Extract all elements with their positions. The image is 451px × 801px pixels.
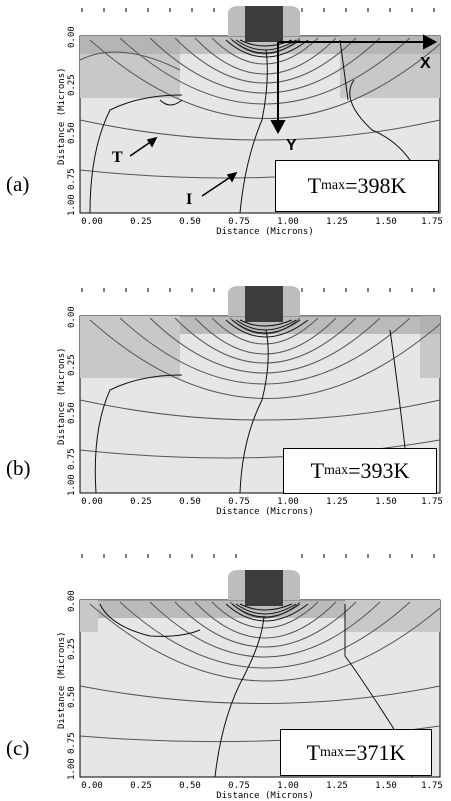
y-axis-title: Distance (Microns): [57, 631, 67, 729]
svg-text:0.25: 0.25: [67, 74, 77, 96]
svg-text:0.25: 0.25: [130, 497, 152, 507]
svg-text:0.75: 0.75: [228, 497, 250, 507]
svg-text:1.75: 1.75: [421, 781, 443, 791]
annotation-arrows: [129, 136, 238, 197]
tmax-value: =393K: [348, 458, 410, 483]
tmax-sub: max: [321, 178, 346, 193]
svg-text:0.75: 0.75: [228, 781, 250, 791]
svg-text:0.50: 0.50: [67, 122, 77, 144]
y-axis-title: Distance (Microns): [57, 347, 67, 445]
svg-text:0.50: 0.50: [67, 402, 77, 424]
svg-text:0.75: 0.75: [67, 168, 77, 190]
svg-text:1.00: 1.00: [277, 497, 299, 507]
x-axis-title: Distance (Microns): [216, 507, 314, 517]
svg-text:1.75: 1.75: [421, 497, 443, 507]
dark-layer: [80, 36, 440, 54]
svg-text:1.25: 1.25: [326, 497, 348, 507]
current-line-label: I: [186, 191, 192, 208]
x-axis-title: Distance (Microns): [216, 791, 314, 801]
svg-text:1.25: 1.25: [326, 217, 348, 227]
svg-text:1.00: 1.00: [67, 194, 77, 216]
panel-c: 0.00 0.25 0.50 0.75 1.00 1.25 1.50 1.75 …: [0, 546, 451, 801]
tmax-prefix: T: [307, 173, 322, 198]
x-tick-labels: 0.00 0.25 0.50 0.75 1.00 1.25 1.50 1.75: [81, 781, 443, 791]
source-region: [80, 316, 180, 378]
tmax-value: =398K: [345, 173, 407, 198]
tmax-prefix: T: [306, 739, 321, 765]
y-tick-labels: 0.00 0.25 0.50 0.75 1.00: [67, 306, 77, 496]
svg-text:0.00: 0.00: [81, 781, 103, 791]
svg-text:1.75: 1.75: [421, 217, 443, 227]
svg-text:0.50: 0.50: [179, 497, 201, 507]
svg-text:1.00: 1.00: [67, 758, 77, 780]
contour-plot-c: 0.00 0.25 0.50 0.75 1.00 1.25 1.50 1.75 …: [57, 554, 443, 801]
y-axis-title: Distance (Microns): [57, 67, 67, 165]
svg-text:0.00: 0.00: [67, 306, 77, 328]
svg-text:0.50: 0.50: [67, 686, 77, 708]
svg-text:0.25: 0.25: [130, 781, 152, 791]
svg-text:1.00: 1.00: [277, 217, 299, 227]
temperature-contour-label: T: [112, 149, 123, 166]
panel-a: X Y T I 0.00 0.25 0.50 0.75 1.00 1.25 1.…: [0, 0, 451, 255]
svg-text:1.25: 1.25: [326, 781, 348, 791]
x-axis-title: Distance (Microns): [216, 227, 314, 237]
current-contours: [94, 319, 411, 494]
svg-text:0.25: 0.25: [67, 354, 77, 376]
svg-text:0.00: 0.00: [67, 590, 77, 612]
svg-text:0.00: 0.00: [81, 497, 103, 507]
svg-text:1.50: 1.50: [375, 781, 397, 791]
svg-text:0.50: 0.50: [179, 781, 201, 791]
svg-text:0.00: 0.00: [81, 217, 103, 227]
x-axis-arrow-label: X: [420, 55, 431, 72]
panel-label-c: (c): [6, 736, 30, 760]
top-ticks: [81, 288, 435, 292]
svg-text:0.25: 0.25: [67, 638, 77, 660]
svg-text:0.50: 0.50: [179, 217, 201, 227]
svg-text:1.00: 1.00: [67, 474, 77, 496]
svg-text:0.75: 0.75: [67, 448, 77, 470]
contour-plot-b: 0.00 0.25 0.50 0.75 1.00 1.25 1.50 1.75 …: [57, 286, 443, 517]
panel-label-b: (b): [6, 456, 31, 480]
drain-region: [345, 600, 440, 632]
tmax-value: =371K: [344, 739, 406, 765]
tmax-sub: max: [324, 463, 349, 478]
x-tick-labels: 0.00 0.25 0.50 0.75 1.00 1.25 1.50 1.75: [81, 217, 443, 227]
top-ticks: [81, 8, 435, 12]
contour-plot-a: X Y T I 0.00 0.25 0.50 0.75 1.00 1.25 1.…: [57, 6, 443, 237]
gate: [245, 286, 283, 322]
svg-text:0.00: 0.00: [67, 26, 77, 48]
x-tick-labels: 0.00 0.25 0.50 0.75 1.00 1.25 1.50 1.75: [81, 497, 443, 507]
gate: [245, 6, 283, 42]
y-tick-labels: 0.00 0.25 0.50 0.75 1.00: [67, 590, 77, 780]
y-axis-arrow-label: Y: [286, 137, 297, 154]
top-ticks: [81, 554, 435, 558]
svg-text:1.50: 1.50: [375, 497, 397, 507]
svg-text:1.50: 1.50: [375, 217, 397, 227]
svg-text:1.00: 1.00: [277, 781, 299, 791]
tmax-prefix: T: [310, 458, 325, 483]
svg-text:0.75: 0.75: [228, 217, 250, 227]
svg-text:0.25: 0.25: [130, 217, 152, 227]
gate: [245, 570, 283, 606]
y-tick-labels: 0.00 0.25 0.50 0.75 1.00: [67, 26, 77, 216]
xy-axes-annotation: [270, 34, 438, 135]
svg-text:0.75: 0.75: [67, 732, 77, 754]
panel-label-a: (a): [6, 172, 30, 196]
tmax-sub: max: [320, 744, 345, 760]
source-region: [80, 600, 98, 632]
panel-b: 0.00 0.25 0.50 0.75 1.00 1.25 1.50 1.75 …: [0, 280, 451, 535]
